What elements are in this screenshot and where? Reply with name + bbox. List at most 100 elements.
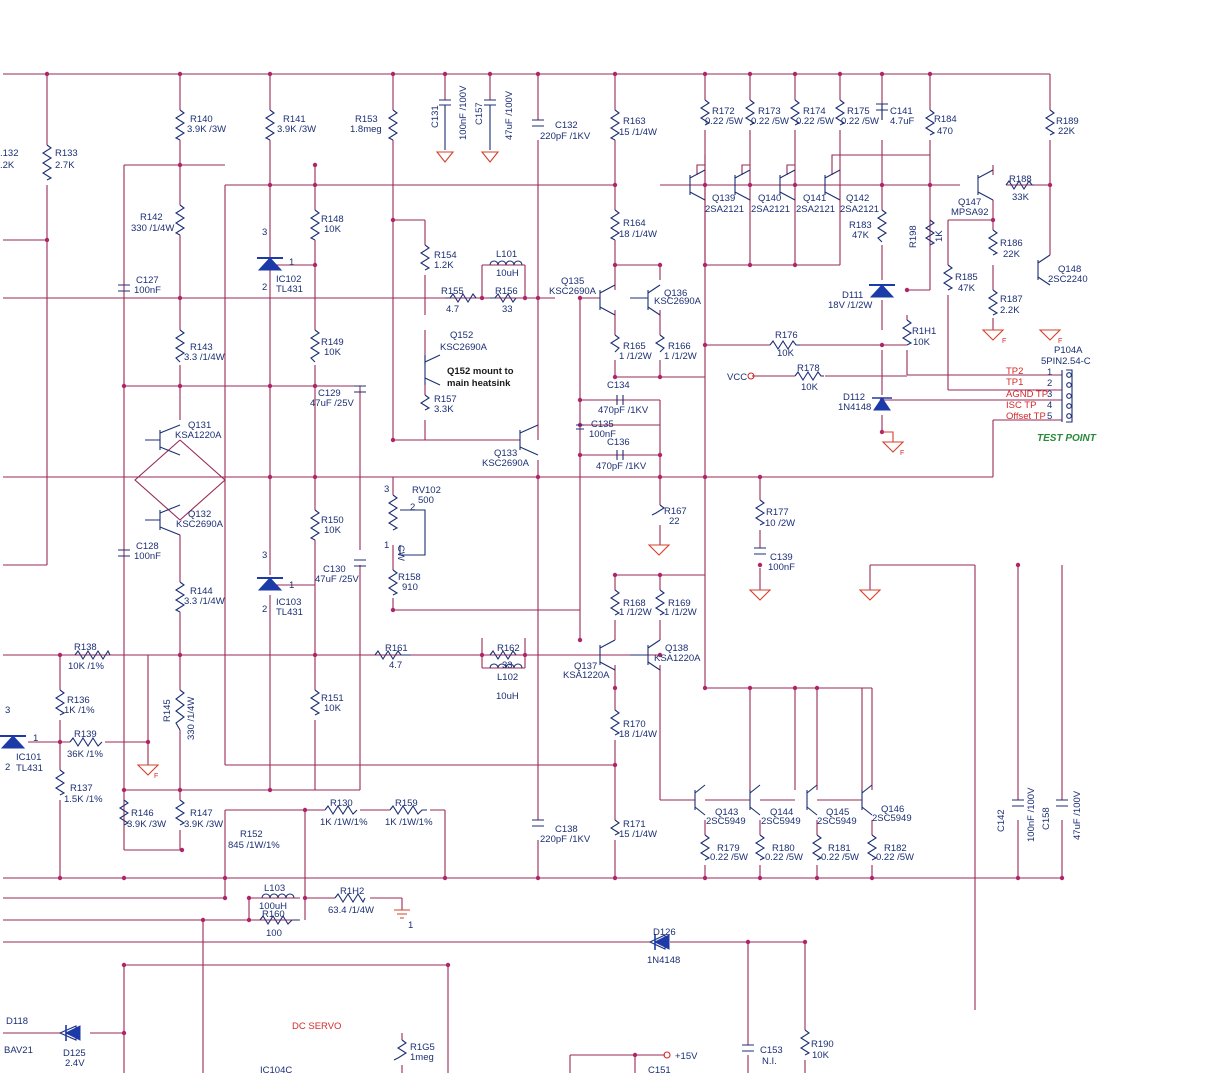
value-r176: 10K [777,348,795,359]
ground-symbols [136,151,1062,919]
label-d112: D112 [843,392,865,403]
vcc-label: VCC [727,372,747,383]
label-r159: R159 [395,798,418,809]
label-r144: R144 [190,586,213,597]
label-r190: R190 [811,1039,834,1050]
value-r162: 33 [502,660,513,671]
label-r170: R170 [623,719,646,730]
label-ic101: IC101 [16,752,41,763]
value-r155: 4.7 [446,304,459,315]
value-c134: 470pF /1KV [598,405,649,416]
label-c134: C134 [607,380,630,391]
label-l101: L101 [496,249,517,260]
value-l102: 10uH [496,691,519,702]
label-r172: R172 [712,106,735,117]
pot-pin-2: 2 [410,502,415,513]
tp-label-5: Offset TP [1006,411,1046,422]
value-r183: 47K [852,230,870,241]
labels: .132 .2K R133 2.7K R140 3.9K /3W R141 3.… [0,85,1097,1073]
value-r189: 22K [1058,126,1076,137]
pin-2-ic102: 2 [262,282,267,293]
label-r181: R181 [828,843,851,854]
label-r178: R178 [797,363,820,374]
value-r147: 3.9K /3W [184,819,223,830]
value-c139: 100nF [768,562,795,573]
gnd-mark-2: F [1058,338,1062,345]
value-r156: 33 [502,304,513,315]
zener-symbols [0,257,895,1041]
label-r142: R142 [140,212,163,223]
partial-label-c132: .132 [0,148,19,159]
label-r156: R156 [495,286,518,297]
pot-pin-3: 3 [384,484,389,495]
test-point-title: TEST POINT [1037,433,1097,444]
tp-num-5: 5 [1047,411,1052,422]
label-r1h2: R1H2 [340,886,364,897]
dc-servo-title: DC SERVO [292,1021,341,1032]
value-r138: 10K /1% [68,661,104,672]
label-rv102: RV102 [412,485,441,496]
label-r141: R141 [283,114,306,125]
value-r137: 1.5K /1% [64,794,103,805]
pot-pin-1: 1 [384,540,389,551]
plus15v-label: +15V [675,1051,698,1062]
label-r182: R182 [884,843,907,854]
label-r165: R165 [623,341,646,352]
value-c142: 100nF /100V [1026,787,1037,842]
value-q132: KSC2690A [176,519,224,530]
label-q137: Q137 [574,661,597,672]
value-r153: 1.8meg [350,124,382,135]
value-l103: 100uH [259,901,287,912]
label-q133: Q133 [494,448,517,459]
value-c127: 100nF [134,285,161,296]
value-q140: 2SA2121 [751,204,790,215]
partial-label-c132-value: .2K [0,160,15,171]
label-r188: R188 [1009,174,1032,185]
value-r186: 22K [1003,249,1021,260]
label-r138: R138 [74,642,97,653]
label-r184: R184 [934,114,957,125]
value-c158: 47uF /100V [1072,790,1083,840]
label-c127: C127 [136,275,159,286]
label-r164: R164 [623,218,646,229]
value-q143: 2SC5949 [706,816,746,827]
value-r140: 3.9K /3W [187,124,226,135]
label-q138: Q138 [665,643,688,654]
value-q136: KSC2690A [654,296,702,307]
label-r186: R186 [1000,238,1023,249]
label-r163: R163 [623,116,646,127]
value-r177: 10 /2W [765,518,795,529]
value-r144: 3.3 /1/4W [184,596,225,607]
value-q145: 2SC5949 [817,816,857,827]
label-q136: Q136 [664,288,687,299]
label-c136: C136 [607,437,630,448]
label-r160: R160 [262,909,285,920]
value-r136: 1K /1% [64,705,95,716]
value-q146: 2SC5949 [872,813,912,824]
value-r190: 10K [812,1050,830,1061]
label-ic103: IC103 [276,597,301,608]
note-heatsink-1: Q152 mount to [447,366,514,377]
label-c141: C141 [890,106,913,117]
value-c136: 470pF /1KV [596,461,647,472]
label-r153: R153 [355,114,378,125]
label-r1h1: R1H1 [912,326,936,337]
label-r168: R168 [623,598,646,609]
value-d126: 1N4148 [647,955,680,966]
label-r166: R166 [668,341,691,352]
pin-3-ic102: 3 [262,227,267,238]
tp-label-1: TP2 [1006,366,1023,377]
value-r133: 2.7K [55,160,75,171]
label-p104a: P104A [1054,345,1083,356]
value-r1g5: 1meg [410,1052,434,1063]
value-q152: KSC2690A [440,342,488,353]
label-r137: R137 [70,783,93,794]
value-c129: 47uF /25V [310,398,354,409]
value-r163: 15 /1/4W [619,127,657,138]
value-c135: 100nF [589,429,616,440]
value-d111: 18V /1/2W [828,300,872,311]
label-c139: C139 [770,552,793,563]
value-q144: 2SC5949 [761,816,801,827]
value-c131: 100nF /100V [458,85,469,140]
